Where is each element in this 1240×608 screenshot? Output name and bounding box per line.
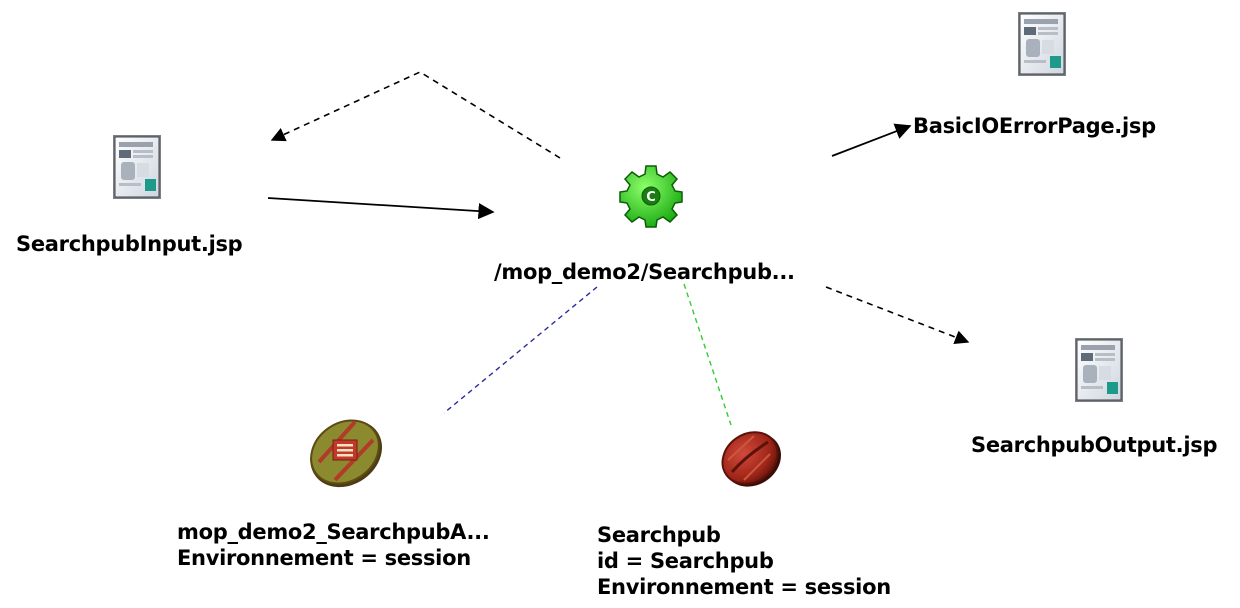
input-page-label: SearchpubInput.jsp — [16, 232, 243, 256]
bean-name: Searchpub — [597, 523, 721, 547]
edge-servlet-to-input — [270, 71, 561, 159]
jsp-page-icon[interactable] — [113, 135, 161, 199]
form-bean-scope: Environnement = session — [177, 546, 471, 570]
servlet-gear-icon[interactable]: C — [619, 165, 683, 228]
edges — [267, 71, 970, 426]
edge-input-to-servlet — [267, 197, 495, 220]
jsp-page-icon[interactable] — [1018, 12, 1066, 76]
servlet-label: /mop_demo2/Searchpub... — [494, 260, 795, 284]
output-page-label: SearchpubOutput.jsp — [971, 433, 1218, 457]
jsp-page-icon[interactable] — [1075, 338, 1123, 402]
svg-text:C: C — [646, 190, 656, 205]
bean-label: Searchpub id = Searchpub Environnement =… — [597, 522, 891, 600]
form-bean-label: mop_demo2_SearchpubA... Environnement = … — [177, 519, 490, 571]
edge-servlet-to-bean — [683, 283, 732, 426]
edge-servlet-to-error — [831, 123, 912, 157]
java-bean-icon[interactable] — [712, 422, 791, 498]
bean-scope: Environnement = session — [597, 575, 891, 599]
form-bean-icon[interactable] — [297, 406, 395, 500]
edge-servlet-to-form-bean — [443, 286, 598, 414]
edge-servlet-to-output — [825, 286, 970, 345]
bean-id: id = Searchpub — [597, 549, 774, 573]
form-bean-name: mop_demo2_SearchpubA... — [177, 520, 490, 544]
error-page-label: BasicIOErrorPage.jsp — [913, 114, 1156, 138]
